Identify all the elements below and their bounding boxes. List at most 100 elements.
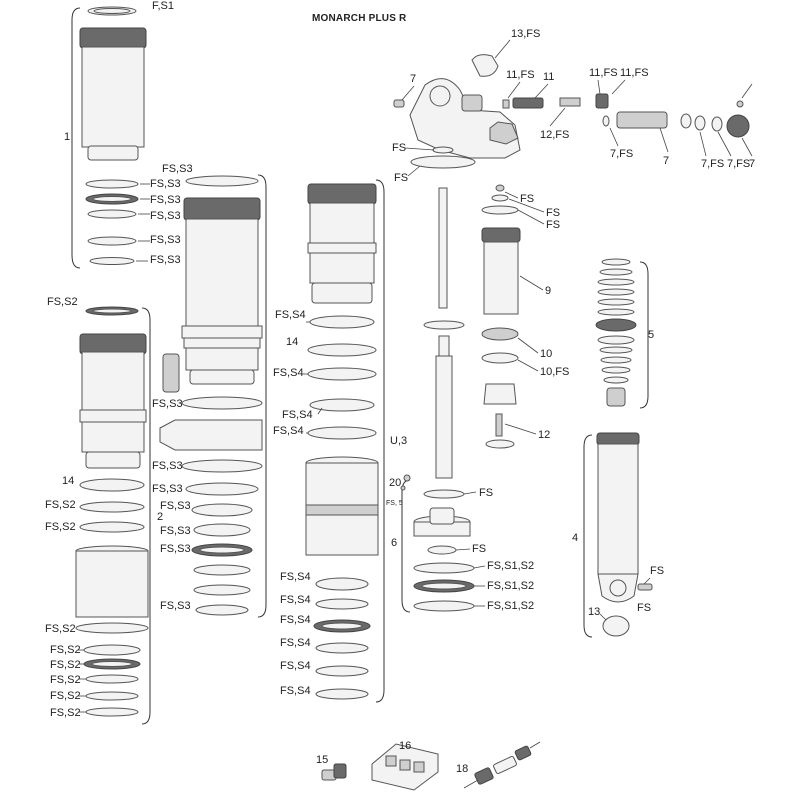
wiper-seal-inner bbox=[199, 546, 245, 554]
o-ring bbox=[191, 503, 253, 517]
large-o-ring bbox=[410, 155, 476, 169]
part-label: 7 bbox=[410, 73, 416, 85]
o-ring bbox=[307, 343, 377, 357]
shim bbox=[601, 258, 631, 266]
rebound-rod bbox=[512, 97, 544, 109]
shim bbox=[600, 356, 632, 364]
air-can-body bbox=[81, 46, 145, 148]
small-o-ring bbox=[432, 146, 454, 154]
group-bracket bbox=[401, 479, 411, 613]
inner-can-step bbox=[183, 337, 261, 349]
part-label: FS,S3 bbox=[162, 163, 193, 175]
adjuster-housing bbox=[489, 121, 519, 145]
part-label: 5 bbox=[648, 329, 654, 341]
part-label: FS,S3 bbox=[152, 398, 183, 410]
part-label: 11,FS bbox=[589, 67, 618, 79]
piston-cup bbox=[483, 383, 517, 405]
part-label: 18 bbox=[456, 763, 468, 775]
can-body bbox=[81, 351, 145, 411]
o-ring bbox=[79, 501, 145, 513]
part-label: FS bbox=[637, 602, 651, 614]
inner-can-body bbox=[185, 218, 259, 330]
part-label: FS,S3 bbox=[150, 254, 181, 266]
part-label: 7,FS bbox=[610, 148, 633, 160]
o-ring bbox=[85, 707, 139, 717]
small-valve bbox=[495, 184, 505, 192]
part-label: 14 bbox=[286, 336, 298, 348]
part-label: 6 bbox=[391, 537, 397, 549]
part-label: FS,S2 bbox=[47, 296, 78, 308]
ifp-body bbox=[483, 241, 519, 315]
part-label: FS,S3 bbox=[150, 178, 181, 190]
tool-16-slot bbox=[413, 761, 425, 773]
threaded-collar bbox=[79, 27, 147, 49]
part-label: 7,FS bbox=[701, 158, 724, 170]
part-label: FS,S4 bbox=[280, 571, 311, 583]
diagram-title: MONARCH PLUS R bbox=[312, 13, 407, 24]
valve-pin bbox=[559, 97, 581, 107]
shim bbox=[599, 268, 633, 276]
group-bracket bbox=[71, 7, 81, 269]
part-label: FS bbox=[479, 487, 493, 499]
o-ring bbox=[87, 236, 137, 246]
eyelet-boss bbox=[461, 94, 483, 112]
shim bbox=[597, 278, 635, 286]
washer bbox=[711, 116, 723, 132]
part-label: FS,S1,S2 bbox=[487, 580, 534, 592]
threaded-collar bbox=[307, 183, 377, 205]
threaded-collar bbox=[79, 333, 147, 355]
o-ring bbox=[79, 521, 145, 533]
rod-washer bbox=[423, 320, 465, 330]
part-label: FS,S1,S2 bbox=[487, 560, 534, 572]
valve-12 bbox=[495, 413, 503, 437]
part-label: 20 bbox=[389, 477, 401, 489]
group-bracket bbox=[257, 174, 267, 618]
part-label: FS,S3 bbox=[160, 600, 191, 612]
threaded-collar bbox=[596, 432, 640, 446]
bolt bbox=[393, 99, 405, 108]
part-label: 2 bbox=[157, 511, 163, 523]
can-foot bbox=[85, 451, 141, 469]
part-label: FS,S4 bbox=[280, 685, 311, 697]
shim bbox=[597, 308, 635, 316]
piston-nut bbox=[429, 507, 455, 525]
seal-ring-inner bbox=[93, 8, 131, 14]
part-label: 15 bbox=[316, 754, 328, 766]
damper-body-group-3 bbox=[305, 179, 385, 703]
body-upper bbox=[309, 202, 375, 244]
air-can-group-1 bbox=[71, 6, 147, 269]
ifp-collar bbox=[481, 227, 521, 243]
o-ring bbox=[315, 577, 369, 591]
seal-ring bbox=[185, 175, 259, 187]
adjuster-shaft bbox=[616, 111, 668, 129]
body-lower bbox=[309, 252, 375, 284]
tool-18-fitting bbox=[474, 767, 494, 785]
eyelet-head-assembly bbox=[393, 54, 753, 169]
part-label: 7 bbox=[749, 158, 755, 170]
part-label: 13 bbox=[588, 606, 600, 618]
body-step bbox=[307, 242, 377, 254]
bolt bbox=[637, 583, 653, 591]
ring-10-fs bbox=[481, 352, 519, 364]
tool-16-slot bbox=[399, 759, 411, 771]
o-ring bbox=[75, 622, 149, 634]
wiper-seal-inner bbox=[321, 622, 363, 630]
wiper-seal-inner bbox=[91, 661, 133, 667]
eyelet-hole bbox=[609, 579, 627, 597]
spring-stack-group-5 bbox=[595, 258, 649, 409]
part-label: F,S1 bbox=[152, 0, 174, 12]
eyelet-head bbox=[409, 78, 521, 159]
o-ring bbox=[413, 562, 475, 574]
part-label: 16 bbox=[399, 740, 411, 752]
part-label: FS,S3 bbox=[150, 234, 181, 246]
o-ring bbox=[85, 691, 139, 701]
shim bbox=[601, 366, 631, 374]
shaft-top bbox=[438, 335, 450, 357]
lower-can-group bbox=[75, 306, 151, 725]
shaft-body bbox=[435, 355, 453, 479]
group-bracket bbox=[583, 434, 593, 638]
part-label: FS,S3 bbox=[150, 194, 181, 206]
part-label: FS,S2 bbox=[50, 659, 81, 671]
part-label: U,3 bbox=[390, 435, 407, 447]
tools-group bbox=[321, 741, 541, 791]
